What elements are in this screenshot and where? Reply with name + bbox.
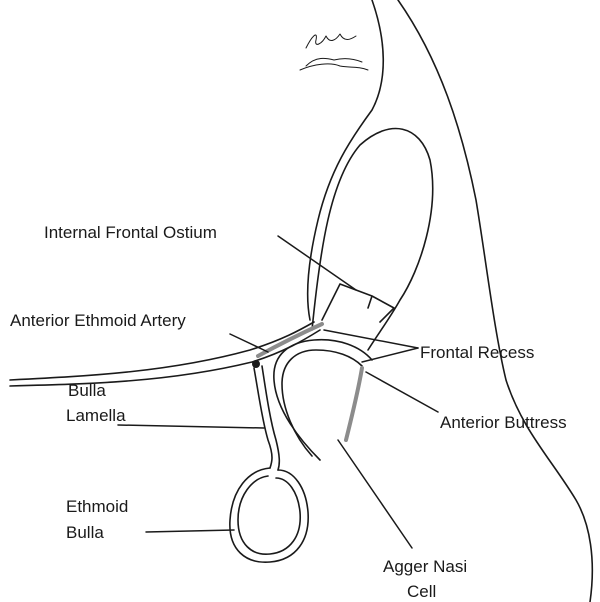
- bulla-lamella-inner: [262, 366, 279, 470]
- leader-agger-nasi: [338, 440, 412, 548]
- leader-ethmoid-bulla: [146, 530, 234, 532]
- agger-nasi-inner: [282, 350, 362, 456]
- leader-frontal-recess-b: [362, 348, 418, 362]
- internal-frontal-ostium-bracket: [322, 284, 394, 322]
- label-ethmoid-bulla-line1: Ethmoid: [66, 497, 128, 516]
- leader-anterior-buttress: [366, 372, 438, 412]
- outer-skull-contour: [398, 0, 592, 602]
- label-internal-frontal-ostium: Internal Frontal Ostium: [44, 223, 217, 242]
- label-bulla-lamella-line1: Bulla: [68, 381, 106, 400]
- ethmoid-bulla-outer: [230, 468, 308, 562]
- artist-signature: [300, 34, 368, 70]
- label-agger-nasi-line1: Agger Nasi: [383, 557, 467, 576]
- bulla-lamella: [254, 368, 272, 468]
- leader-anterior-ethmoid-artery: [230, 334, 268, 352]
- label-ethmoid-bulla-line2: Bulla: [66, 523, 104, 542]
- anterior-buttress-highlight: [346, 368, 362, 440]
- leader-bulla-lamella: [118, 425, 264, 428]
- ethmoid-bulla-inner: [238, 476, 300, 554]
- label-anterior-buttress: Anterior Buttress: [440, 413, 567, 432]
- label-agger-nasi-line2: Cell: [407, 582, 436, 601]
- label-bulla-lamella-line2: Lamella: [66, 406, 126, 425]
- label-anterior-ethmoid-artery: Anterior Ethmoid Artery: [10, 311, 186, 330]
- label-frontal-recess: Frontal Recess: [420, 343, 534, 362]
- frontal-sinus-loop: [312, 129, 433, 350]
- artery-dot: [252, 360, 260, 368]
